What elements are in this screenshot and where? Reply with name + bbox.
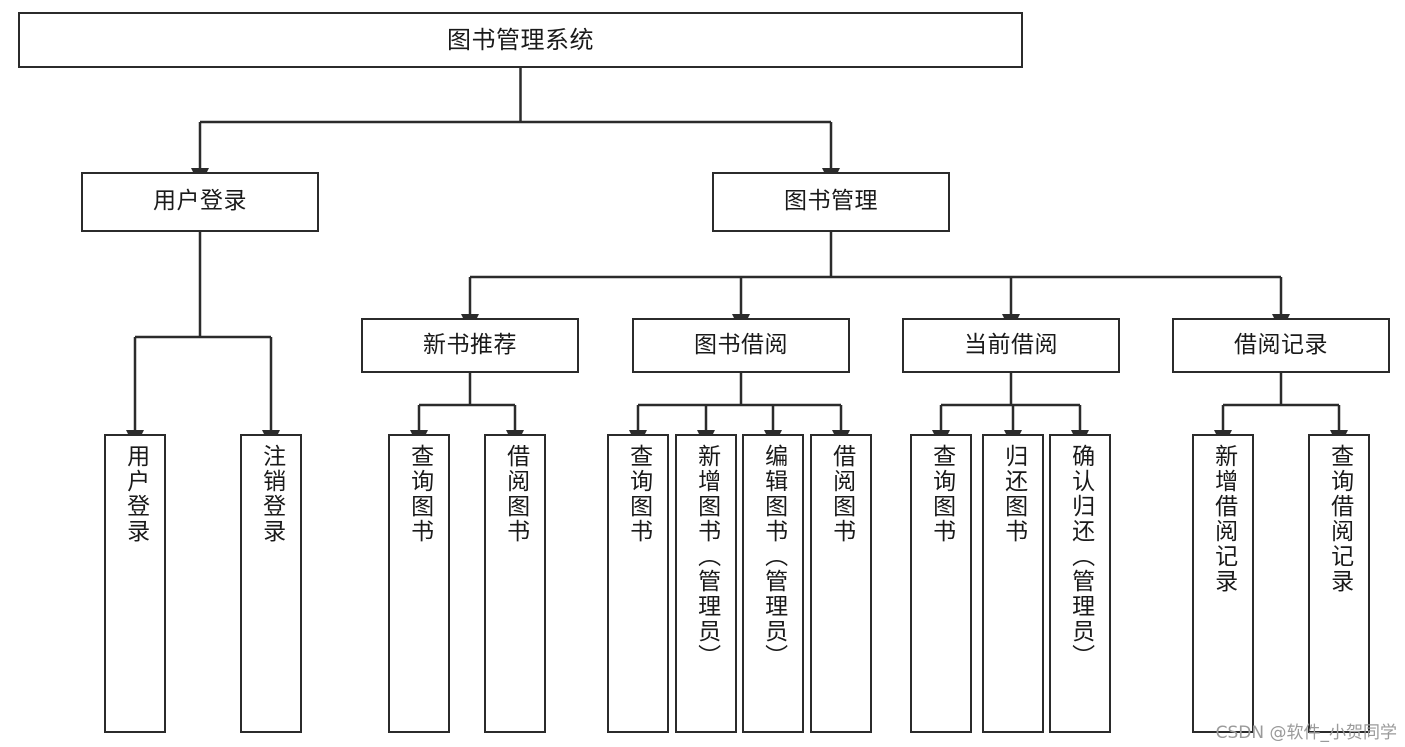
node-leaf6[interactable]: 新增图书（管理员） bbox=[675, 434, 737, 733]
node-label: 借阅图书 bbox=[502, 444, 529, 544]
node-records[interactable]: 借阅记录 bbox=[1172, 318, 1390, 373]
node-leaf10[interactable]: 归还图书 bbox=[982, 434, 1044, 733]
node-label: 编辑图书（管理员） bbox=[760, 444, 787, 669]
node-leaf1[interactable]: 用户登录 bbox=[104, 434, 166, 733]
node-label: 查询图书 bbox=[928, 444, 955, 544]
node-leaf2[interactable]: 注销登录 bbox=[240, 434, 302, 733]
node-leaf5[interactable]: 查询图书 bbox=[607, 434, 669, 733]
node-current[interactable]: 当前借阅 bbox=[902, 318, 1120, 373]
node-label: 图书管理 bbox=[784, 188, 878, 215]
node-leaf13[interactable]: 查询借阅记录 bbox=[1308, 434, 1370, 733]
node-label: 查询借阅记录 bbox=[1326, 444, 1353, 594]
node-root[interactable]: 图书管理系统 bbox=[18, 12, 1023, 68]
node-label: 查询图书 bbox=[406, 444, 433, 544]
node-label: 新增借阅记录 bbox=[1210, 444, 1237, 594]
node-leaf12[interactable]: 新增借阅记录 bbox=[1192, 434, 1254, 733]
node-leaf3[interactable]: 查询图书 bbox=[388, 434, 450, 733]
node-label: 注销登录 bbox=[258, 444, 285, 544]
node-label: 确认归还（管理员） bbox=[1067, 444, 1094, 669]
node-leaf8[interactable]: 借阅图书 bbox=[810, 434, 872, 733]
node-leaf7[interactable]: 编辑图书（管理员） bbox=[742, 434, 804, 733]
node-label: 归还图书 bbox=[1000, 444, 1027, 544]
node-newbook[interactable]: 新书推荐 bbox=[361, 318, 579, 373]
node-label: 借阅记录 bbox=[1234, 331, 1328, 358]
node-leaf9[interactable]: 查询图书 bbox=[910, 434, 972, 733]
node-label: 图书借阅 bbox=[694, 331, 788, 358]
node-label: 当前借阅 bbox=[964, 331, 1058, 358]
node-label: 用户登录 bbox=[122, 444, 149, 544]
node-borrow[interactable]: 图书借阅 bbox=[632, 318, 850, 373]
node-label: 图书管理系统 bbox=[447, 25, 594, 54]
node-label: 新增图书（管理员） bbox=[693, 444, 720, 669]
node-label: 借阅图书 bbox=[828, 444, 855, 544]
node-leaf11[interactable]: 确认归还（管理员） bbox=[1049, 434, 1111, 733]
node-label: 新书推荐 bbox=[423, 331, 517, 358]
node-label: 用户登录 bbox=[153, 188, 247, 215]
watermark: CSDN @软件_小贺同学 bbox=[1215, 723, 1397, 743]
node-login[interactable]: 用户登录 bbox=[81, 172, 319, 232]
node-label: 查询图书 bbox=[625, 444, 652, 544]
node-bookmgmt[interactable]: 图书管理 bbox=[712, 172, 950, 232]
node-leaf4[interactable]: 借阅图书 bbox=[484, 434, 546, 733]
